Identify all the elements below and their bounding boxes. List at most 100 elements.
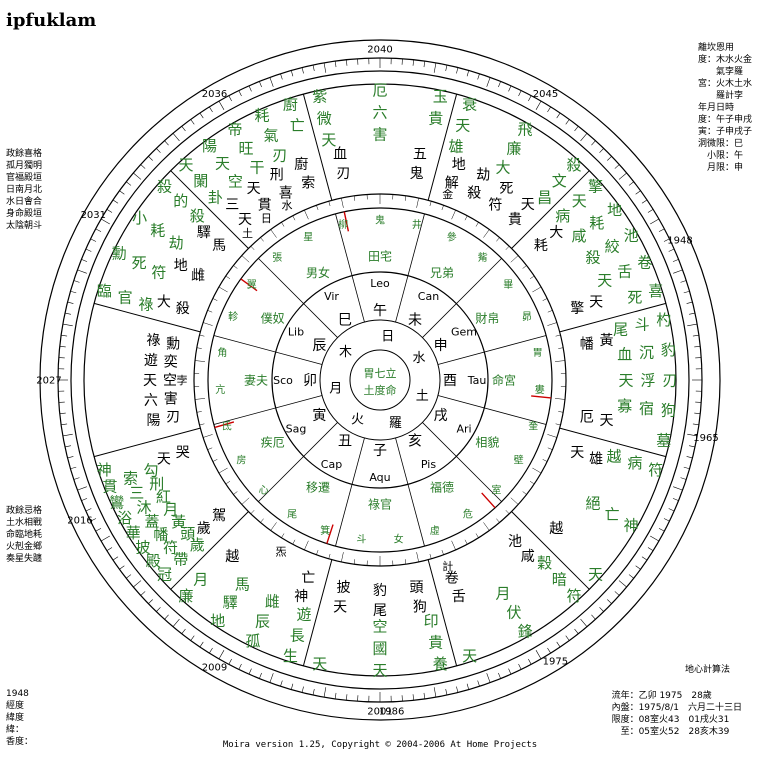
mansion-5: 昴 bbox=[522, 311, 532, 323]
outer-tick bbox=[85, 508, 92, 512]
house-10-green-glyph: 耗 bbox=[150, 222, 165, 240]
outer-tick bbox=[556, 641, 561, 648]
branch-5: 亥 bbox=[408, 434, 422, 450]
house-6-black-glyph: 天 bbox=[333, 600, 347, 616]
house-5-green-glyph: 符 bbox=[566, 587, 581, 605]
house-5-black-glyph: 舌 bbox=[452, 589, 466, 605]
house-divider-10 bbox=[170, 170, 249, 249]
mid-tick bbox=[225, 481, 231, 485]
mid-tick bbox=[483, 229, 490, 238]
mansion-3: 觜 bbox=[478, 251, 488, 264]
year-label-4: 1975 bbox=[543, 656, 568, 667]
house-2-black-glyph: 耗 bbox=[534, 238, 548, 254]
mid-tick bbox=[316, 205, 319, 211]
house-5-green-glyph: 天 bbox=[462, 647, 477, 665]
outer-tick bbox=[119, 565, 125, 570]
house-10-black-glyph: 殺 bbox=[176, 301, 190, 317]
inner-divider-5 bbox=[395, 437, 425, 547]
outer-tick bbox=[100, 218, 110, 225]
mansion-6: 胃 bbox=[533, 347, 543, 359]
house-9-black-glyph: 勳 bbox=[166, 337, 180, 353]
branch-11: 巳 bbox=[338, 312, 352, 328]
outer-tick bbox=[269, 673, 274, 683]
mid-tick bbox=[353, 195, 356, 201]
outer-tick bbox=[67, 456, 74, 459]
mid-tick bbox=[341, 552, 344, 562]
outer-tick bbox=[133, 172, 142, 180]
house-3-green-glyph: 寡 bbox=[617, 397, 632, 415]
outer-tick bbox=[62, 433, 73, 437]
house-8-black-glyph: 天 bbox=[157, 452, 171, 468]
house-1-green-glyph: 文 bbox=[552, 172, 567, 190]
outer-tick bbox=[618, 580, 627, 588]
outer-tick bbox=[565, 119, 570, 125]
inner-divider-6 bbox=[335, 437, 365, 547]
house-1-green-glyph: 廉 bbox=[506, 139, 521, 157]
outer-tick bbox=[466, 70, 470, 77]
outer-tick bbox=[565, 635, 570, 641]
branch-4: 戌 bbox=[434, 408, 448, 424]
house-1-green-glyph: 大 bbox=[495, 158, 510, 176]
outer-tick bbox=[498, 81, 501, 88]
house-1-green-glyph: 雄 bbox=[448, 137, 463, 155]
mansion-25: 星 bbox=[303, 232, 313, 244]
house-4-green-glyph: 越 bbox=[606, 447, 621, 465]
mid-tick bbox=[260, 237, 264, 242]
house-4-black-glyph: 越 bbox=[549, 521, 563, 537]
mid-tick bbox=[304, 540, 309, 551]
outer-tick bbox=[228, 658, 232, 665]
outer-tick bbox=[574, 126, 579, 132]
house-11-black-glyph: 天 bbox=[238, 212, 252, 228]
outer-tick bbox=[280, 680, 283, 687]
house-9-black-glyph: 祿 bbox=[147, 333, 161, 349]
outer-tick bbox=[61, 423, 68, 426]
ring-circle-2 bbox=[70, 70, 690, 690]
red-marker-5 bbox=[343, 211, 350, 232]
house-8-green-glyph: 頭 bbox=[180, 525, 195, 543]
house-2-green-glyph: 咸 bbox=[571, 227, 586, 245]
outer-tick bbox=[280, 73, 283, 80]
house-8-green-glyph: 浴 bbox=[117, 509, 132, 527]
outer-tick bbox=[323, 687, 327, 698]
zodiac-Gem: Gem bbox=[451, 326, 477, 339]
house-11-black-glyph: 廚 bbox=[294, 156, 308, 173]
house-5-green-glyph: 鋒 bbox=[517, 623, 532, 641]
outer-tick bbox=[61, 334, 68, 337]
red-marker-0 bbox=[531, 395, 552, 399]
center-line-2: 土度命 bbox=[364, 383, 397, 397]
outer-tick bbox=[100, 535, 110, 542]
mid-tick bbox=[199, 334, 205, 337]
outer-tick bbox=[614, 164, 620, 169]
inner-planet-5: 月 bbox=[329, 382, 342, 397]
house-0-green-glyph: 紫 bbox=[312, 88, 327, 106]
house-9-black-glyph: 遊 bbox=[144, 353, 158, 369]
outer-tick bbox=[687, 323, 698, 327]
palace-label-6: 祿官 bbox=[368, 496, 392, 511]
house-10-green-glyph: 祿 bbox=[138, 295, 153, 313]
outer-tick bbox=[647, 209, 654, 213]
house-3-green-glyph: 沉 bbox=[639, 343, 654, 361]
house-11-black-glyph: 三 bbox=[225, 197, 239, 213]
house-8-green-glyph: 冠 bbox=[157, 565, 172, 583]
outer-tick bbox=[190, 119, 195, 125]
house-4-green-glyph: 天 bbox=[588, 565, 603, 583]
outer-tick bbox=[445, 689, 448, 696]
house-7-green-glyph: 月 bbox=[193, 571, 208, 589]
ring-circle-inner bbox=[319, 319, 441, 441]
outer-tick bbox=[181, 628, 186, 634]
zodiac-Aqu: Aqu bbox=[369, 471, 390, 484]
house-11-green-glyph: 廚 bbox=[283, 96, 298, 114]
house-8-green-glyph: 幡 bbox=[153, 526, 168, 544]
outer-tick bbox=[547, 647, 551, 654]
outer-tick bbox=[81, 259, 88, 262]
house-2-green-glyph: 喜 bbox=[648, 282, 663, 300]
outer-tick bbox=[346, 694, 348, 701]
settings-line-3: 宮：火木土水 bbox=[697, 79, 752, 89]
house-1-black-glyph: 死 bbox=[499, 181, 513, 197]
outer-tick bbox=[140, 591, 146, 596]
settings-line-10: 洞微限：巳 bbox=[697, 139, 743, 149]
house-9-black-glyph: 奕 bbox=[164, 355, 178, 371]
mid-tick bbox=[416, 552, 419, 562]
house-7-green-glyph: 廉 bbox=[178, 587, 193, 605]
outer-tick bbox=[456, 686, 459, 693]
